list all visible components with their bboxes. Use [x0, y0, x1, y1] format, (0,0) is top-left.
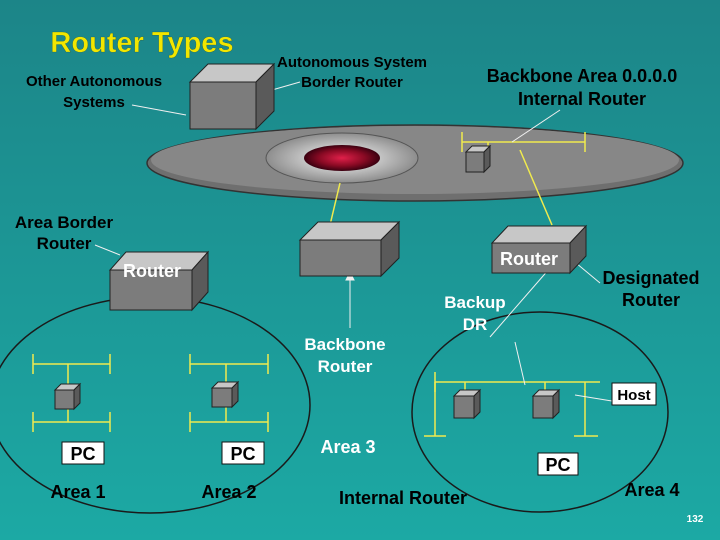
- backbone-area-disk: [146, 124, 684, 202]
- asbr-label-line2: Border Router: [301, 74, 403, 91]
- pc2-label: PC: [230, 444, 255, 464]
- text-labels: Router Types Other Autonomous Systems Au…: [15, 27, 704, 525]
- asbr-label-line1: Autonomous System: [277, 54, 427, 71]
- area3-label: Area 3: [320, 437, 375, 457]
- router-asbr[interactable]: [188, 62, 276, 131]
- internal-router-label: Internal Router: [339, 488, 467, 508]
- router-left-label: Router: [123, 261, 181, 281]
- router-right-label: Router: [500, 249, 558, 269]
- abr-label-line2: Router: [37, 234, 92, 253]
- area-right-boundary: [411, 311, 669, 513]
- router-backbone[interactable]: [298, 220, 401, 278]
- slide-title: Router Types: [50, 27, 233, 59]
- other-as-label-line2: Systems: [63, 94, 125, 111]
- pc4-label: PC: [545, 455, 570, 475]
- boxed-labels: PC PC PC Host: [61, 382, 657, 476]
- designated-label-line2: Router: [622, 290, 680, 310]
- other-as-label-line1: Other Autonomous: [26, 73, 162, 90]
- designated-label-line1: Designated: [602, 268, 699, 288]
- backup-dr-label-line1: Backup: [444, 293, 505, 312]
- area1-label: Area 1: [50, 482, 105, 502]
- router-area2[interactable]: [210, 380, 240, 409]
- pc2-box: [221, 441, 265, 465]
- router-left-area-border[interactable]: [108, 250, 210, 312]
- links: [32, 132, 600, 437]
- backbone-router-label-line2: Router: [318, 357, 373, 376]
- pc1-box: [61, 441, 105, 465]
- router-right[interactable]: [490, 224, 588, 275]
- router-area4-left[interactable]: [452, 388, 482, 420]
- backbone-area-label-line1: Backbone Area 0.0.0.0: [487, 66, 677, 86]
- router-area4-right[interactable]: [531, 388, 561, 420]
- pc1-label: PC: [70, 444, 95, 464]
- backbone-area-label-line2: Internal Router: [518, 89, 646, 109]
- backbone-router-label-line1: Backbone: [304, 335, 385, 354]
- host-label: Host: [617, 387, 650, 404]
- area4-label: Area 4: [624, 480, 679, 500]
- host-box: [611, 382, 657, 406]
- backup-dr-label-line2: DR: [463, 315, 488, 334]
- page-number: 132: [687, 514, 704, 525]
- router-backbone-internal[interactable]: [464, 144, 492, 174]
- pc4-box: [537, 452, 579, 476]
- abr-label-line1: Area Border: [15, 213, 114, 232]
- area2-label: Area 2: [201, 482, 256, 502]
- router-area1[interactable]: [53, 382, 82, 411]
